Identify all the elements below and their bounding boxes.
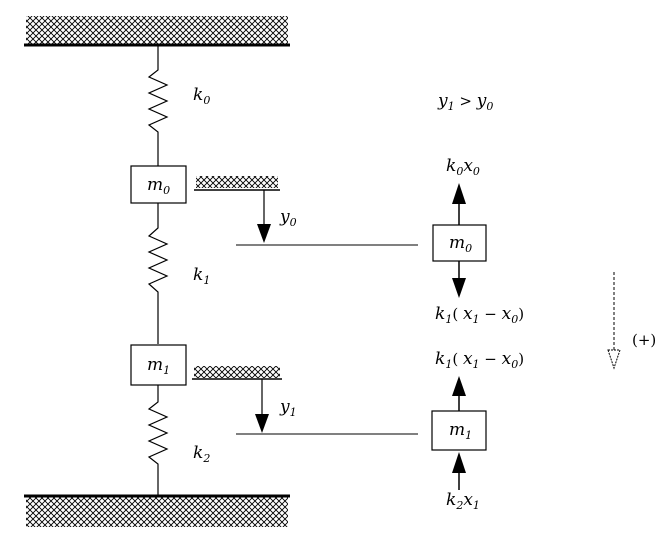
condition-label: y1 > y0 [437, 91, 493, 113]
reference-ground-y1 [192, 366, 282, 380]
fbd-m1-label: m1 [449, 420, 472, 442]
spring-k1-label: k1 [193, 265, 210, 287]
force-k0x0-label: k0x0 [446, 156, 480, 178]
displacement-arrow-y0 [257, 190, 271, 243]
displacement-y1-label: y1 [279, 397, 297, 419]
force-k1-up-label: k1( x1 − x0) [435, 349, 524, 371]
spring-k0-label: k0 [193, 85, 210, 107]
displacement-y0-label: y0 [279, 207, 297, 229]
fbd-m1-box [431, 410, 487, 451]
mass-m0-label: m0 [147, 175, 170, 197]
sign-convention-label: (+) [632, 331, 656, 349]
fbd-m0-box [432, 224, 487, 262]
positive-direction-arrow [607, 272, 621, 370]
force-k1-down-label: k1( x1 − x0) [435, 304, 524, 326]
spring-k1 [147, 203, 169, 344]
ceiling-support [24, 16, 290, 47]
force-arrow-k0x0-up [452, 183, 466, 225]
mass-m1-label: m1 [147, 355, 170, 377]
force-arrow-k2x1-up [452, 452, 466, 490]
spring-k2 [147, 385, 169, 496]
force-arrow-k1-up [452, 376, 466, 411]
force-arrow-k1-down [452, 261, 466, 298]
spring-k2-label: k2 [193, 443, 210, 465]
displacement-arrow-y1 [255, 379, 269, 433]
mass-m1-box [130, 344, 187, 386]
fbd-m0-label: m0 [449, 233, 472, 255]
reference-ground-y0 [194, 176, 280, 191]
mass-m0-box [130, 165, 187, 204]
force-k2x1-label: k2x1 [446, 490, 480, 512]
spring-k0 [147, 45, 169, 166]
floor-support [24, 494, 290, 527]
